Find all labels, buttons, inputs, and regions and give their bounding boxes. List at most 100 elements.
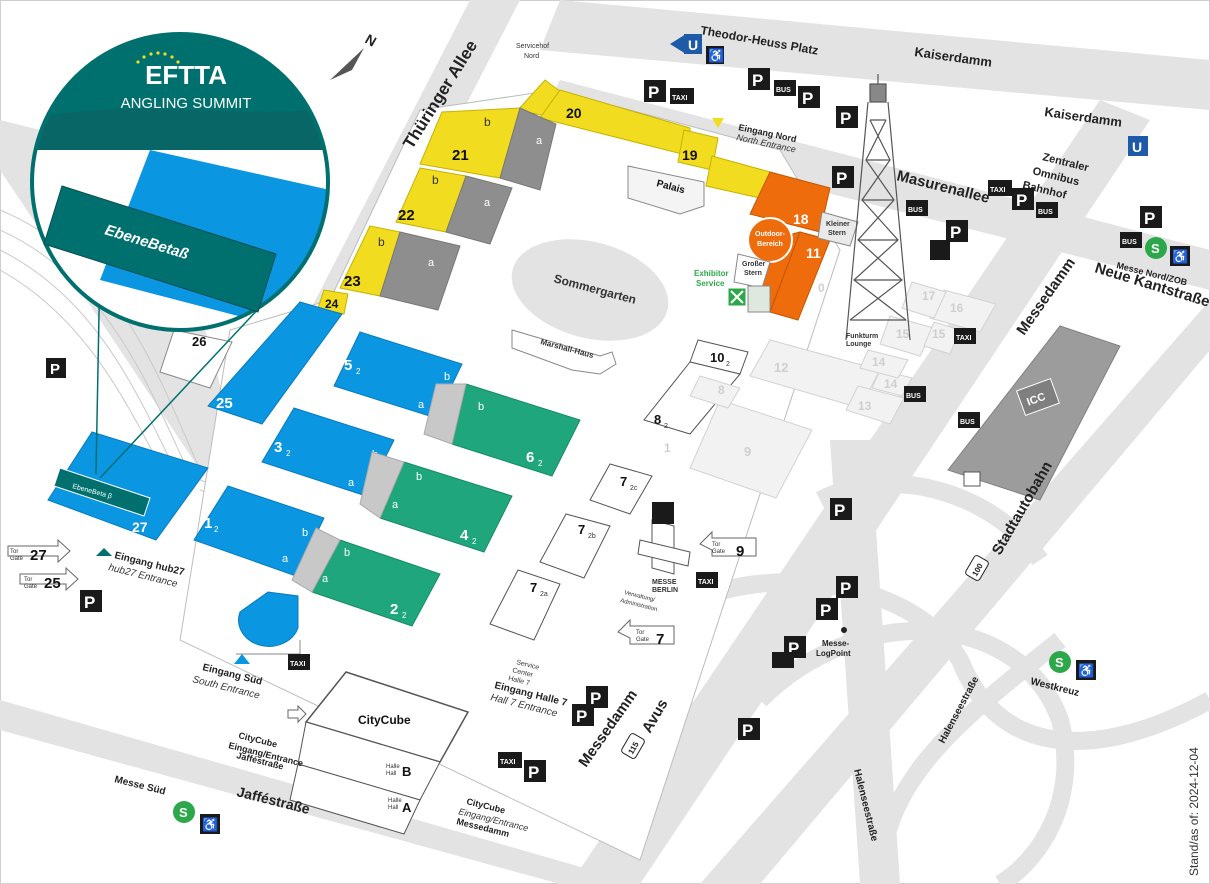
outdoor-label-1: Outdoor-: [755, 231, 786, 238]
hall-8-sub: 2: [664, 423, 668, 430]
parking-glyph: P: [528, 763, 539, 782]
wheelchair-icon: [1170, 246, 1190, 266]
taxi-icon[interactable]: [696, 572, 718, 588]
parking-icon[interactable]: [644, 80, 666, 102]
taxi-glyph: TAXI: [672, 95, 687, 102]
taxi-icon[interactable]: [288, 654, 310, 670]
hall-7-2a[interactable]: [489, 569, 561, 641]
wheelchair-glyph: ♿: [708, 48, 724, 63]
servicehof-2: Nord: [524, 53, 539, 60]
u-bahn-kaiserdamm-icon[interactable]: [1128, 136, 1148, 156]
parking-icon[interactable]: [836, 576, 858, 598]
parking-glyph: P: [840, 109, 851, 128]
hall-24[interactable]: [317, 289, 349, 315]
ghost-hall-14: [871, 369, 913, 397]
parking-icon[interactable]: [830, 498, 852, 520]
hall-7a-sub: 2a: [540, 591, 548, 598]
bus-icon[interactable]: [1120, 232, 1142, 248]
parking-glyph: P: [1016, 191, 1027, 210]
parking-icon[interactable]: [832, 166, 854, 188]
parking-garage-icon[interactable]: [652, 502, 674, 524]
gate-7[interactable]: Tor Gate 7: [617, 618, 675, 648]
gate-25[interactable]: Tor Gate 25: [19, 566, 79, 592]
hall-25[interactable]: [207, 301, 343, 425]
gate-tor: Tor: [10, 549, 18, 555]
ghost-hall-17: [901, 281, 947, 319]
efta-logo: [136, 51, 180, 64]
hall-1b-label: b: [302, 527, 308, 539]
hall-20-label: 20: [566, 105, 582, 121]
ghost-label: 15: [896, 327, 910, 341]
ghost-hall-0: [689, 375, 741, 409]
hall-7-2c[interactable]: [589, 463, 653, 515]
parking-icon[interactable]: [738, 718, 760, 740]
zoom-ebene-beta[interactable]: [43, 185, 277, 313]
taxi-icon[interactable]: [988, 180, 1012, 196]
ghost-label: 15: [932, 327, 946, 341]
parking-icon[interactable]: [80, 590, 102, 612]
hall-8[interactable]: [643, 361, 741, 435]
lkw-parking-icon[interactable]: [772, 652, 794, 668]
bus-glyph: BUS: [906, 393, 921, 400]
s-bahn-icon[interactable]: [1049, 651, 1071, 673]
zoom-inset: EbeneBetaß EFTTA ANGLING SUMMIT: [30, 32, 330, 479]
grosser-stern-label-1: Großer: [742, 261, 766, 268]
south-entrance-rotunda[interactable]: [238, 591, 299, 647]
parking-icon[interactable]: [524, 760, 546, 782]
parking-icon[interactable]: [1140, 206, 1162, 228]
entrance-sued-arrow-icon: [234, 654, 250, 664]
interchange-loop-3: [815, 474, 1048, 566]
bus-icon[interactable]: [1036, 202, 1058, 218]
parking-icon[interactable]: [1012, 188, 1034, 210]
hall-6b-label: b: [478, 401, 484, 413]
parking-icon[interactable]: [836, 106, 858, 128]
hall-7-2b[interactable]: [539, 513, 611, 579]
hall-27-label: 27: [132, 519, 148, 535]
citycube-hall-a[interactable]: [289, 763, 421, 835]
icc-parking-icon[interactable]: [963, 471, 981, 487]
hall-3-label: 3: [274, 439, 282, 456]
ebene-beta-small[interactable]: [53, 467, 151, 517]
zoom-leader-2: [99, 289, 277, 479]
parking-icon[interactable]: [46, 358, 66, 378]
hall-2-link: [291, 527, 341, 593]
hall-23a[interactable]: [379, 231, 461, 311]
taxi-icon[interactable]: [954, 328, 976, 344]
bus-icon[interactable]: [774, 80, 796, 96]
parking-icon[interactable]: [816, 598, 838, 620]
marshall-haus: [511, 329, 617, 375]
ghost-hall-9: [689, 399, 813, 499]
gate-number: 7: [656, 631, 664, 648]
interchange-loop-4: [871, 632, 1066, 884]
hall-21b-label: b: [484, 115, 491, 129]
green-halls: 6 2 b 4 2 b a 2 2 b a: [291, 383, 581, 627]
s-bahn-icon[interactable]: [173, 801, 195, 823]
parking-icon[interactable]: [798, 86, 820, 108]
bus-icon[interactable]: [958, 412, 980, 428]
ghost-label: 8: [718, 383, 725, 397]
gate-9[interactable]: Tor Gate 9: [699, 530, 757, 560]
citycube-a-label-2: Hall: [388, 805, 398, 811]
road-kaiserdamm: [540, 0, 1210, 110]
outdoor-area[interactable]: [747, 217, 793, 263]
parking-icon[interactable]: [946, 220, 968, 242]
s-bahn-icon[interactable]: [1145, 237, 1167, 259]
interchange-loop-2: [753, 621, 1075, 884]
parking-icon[interactable]: [572, 704, 594, 726]
parking-garage-icon[interactable]: [930, 240, 950, 260]
taxi-icon[interactable]: [498, 752, 522, 768]
wheelchair-icon: [706, 46, 724, 64]
ghost-label: 14: [884, 377, 898, 391]
gate-27[interactable]: Tor Gate 27: [7, 538, 71, 564]
bus-icon[interactable]: [904, 386, 926, 402]
taxi-icon[interactable]: [670, 88, 694, 104]
bus-icon[interactable]: [906, 200, 928, 216]
hall-21a[interactable]: [499, 107, 557, 191]
hall-26[interactable]: [159, 329, 233, 389]
parking-icon[interactable]: [748, 68, 770, 90]
icc-building: [947, 325, 1121, 501]
u-bahn-icon[interactable]: [684, 34, 702, 54]
parking-icon[interactable]: [586, 686, 608, 708]
hall-22a[interactable]: [445, 175, 513, 245]
